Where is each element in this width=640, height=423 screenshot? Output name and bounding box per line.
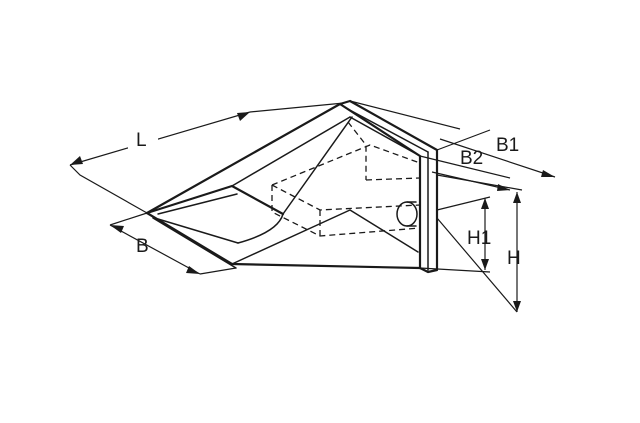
flange-top-inner xyxy=(345,107,429,153)
b-label: B xyxy=(136,236,149,257)
top-ridge xyxy=(145,102,342,215)
h1-arrow-top xyxy=(481,198,489,209)
socket-rear xyxy=(347,121,367,180)
socket-rear-bottom xyxy=(365,177,421,181)
dimension-l: L xyxy=(69,102,345,214)
upper-face-edge xyxy=(282,116,353,215)
slot-curve xyxy=(237,213,284,244)
top-ridge-inner xyxy=(231,116,351,187)
dimension-h1: H1 xyxy=(419,196,491,273)
l-extension-front xyxy=(69,164,148,214)
b1-label: B1 xyxy=(496,135,519,156)
h1-label: H1 xyxy=(467,228,491,249)
l-arrow-left xyxy=(70,156,83,165)
h-arrow-bottom xyxy=(513,301,521,312)
pin-hole xyxy=(396,201,418,227)
dimension-b: B xyxy=(109,212,237,275)
b-extension-lines xyxy=(109,212,237,275)
l-dimension-line xyxy=(69,111,251,166)
dimension-h: H xyxy=(436,174,523,313)
tip-front-edge xyxy=(145,211,234,266)
b2-label: B2 xyxy=(460,148,483,169)
h-arrow-top xyxy=(513,192,521,203)
b1-arrow xyxy=(541,170,555,177)
h-extension-lines xyxy=(436,174,523,313)
socket-mid xyxy=(271,184,421,211)
l-extension-back xyxy=(249,102,345,113)
flange-top-lower xyxy=(349,116,421,157)
hidden-socket xyxy=(271,121,421,237)
side-face-edge xyxy=(231,209,419,265)
socket-top-back xyxy=(271,144,421,186)
b-arrow-right xyxy=(186,266,200,274)
tip-front-edge-inner xyxy=(152,217,237,269)
h-label: H xyxy=(507,248,521,269)
l-label: L xyxy=(136,130,147,151)
pin-hole-bore xyxy=(406,201,417,227)
flange-outline xyxy=(338,99,439,274)
socket-front xyxy=(271,185,421,237)
b1-dimension-line xyxy=(439,138,556,178)
h1-arrow-bottom xyxy=(481,259,489,270)
l-arrow-right xyxy=(237,112,250,121)
dimension-b1: B1 xyxy=(349,100,556,178)
tip-inner-edge-lower xyxy=(157,218,239,244)
b-dimension-line xyxy=(109,224,201,275)
tooth-body xyxy=(145,102,422,270)
bottom-edge xyxy=(230,262,422,270)
b-arrow-left xyxy=(110,225,124,233)
h1-extension-lines xyxy=(419,196,491,273)
b2-extension-line xyxy=(419,155,511,179)
b1-extension-lines xyxy=(349,100,491,151)
rear-flange xyxy=(338,99,439,274)
l-label-bg xyxy=(128,127,158,151)
tip-inner-edge-upper xyxy=(157,193,238,215)
